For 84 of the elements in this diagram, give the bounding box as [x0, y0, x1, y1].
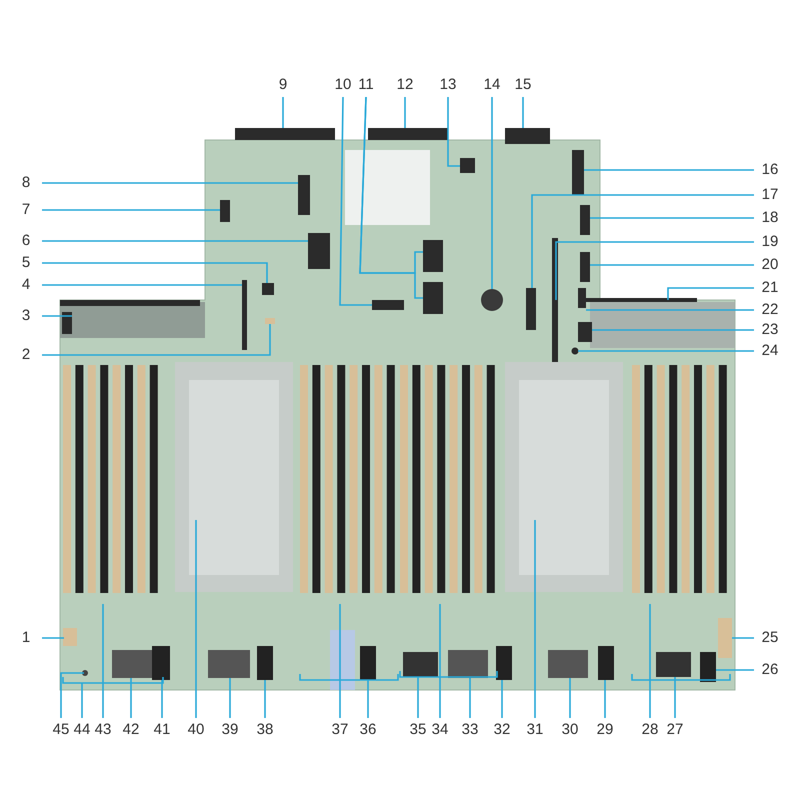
leader-line	[42, 324, 271, 356]
leader-line	[339, 604, 341, 718]
leader-line	[469, 678, 471, 718]
callout-number: 22	[757, 301, 783, 319]
leader-line	[604, 673, 731, 719]
callout-number: 17	[757, 186, 783, 204]
callout-number: 26	[757, 661, 783, 679]
callout-number: 23	[757, 321, 783, 339]
leader-line	[531, 194, 754, 288]
leader-line	[399, 670, 498, 719]
callout-number: 4	[13, 276, 39, 294]
callout-number: 18	[757, 209, 783, 227]
leader-line	[42, 240, 308, 242]
leader-line	[447, 97, 460, 167]
callout-number: 29	[592, 721, 618, 739]
callout-number: 32	[489, 721, 515, 739]
callout-number: 16	[757, 161, 783, 179]
leader-line	[590, 264, 754, 266]
leader-line	[716, 669, 754, 671]
leader-line	[674, 677, 676, 718]
callout-number: 31	[522, 721, 548, 739]
leader-line	[229, 678, 231, 718]
callout-number: 15	[510, 76, 536, 94]
leader-line	[667, 287, 754, 300]
leader-line	[282, 97, 284, 128]
callout-number: 3	[13, 307, 39, 325]
callout-number: 40	[183, 721, 209, 739]
leader-line	[586, 309, 754, 311]
callout-number: 24	[757, 342, 783, 360]
callout-number: 9	[270, 76, 296, 94]
callout-number: 6	[13, 232, 39, 250]
leader-line	[555, 241, 754, 300]
leader-line	[584, 169, 754, 171]
leader-line	[161, 680, 163, 718]
leader-line	[732, 637, 754, 639]
callout-number: 30	[557, 721, 583, 739]
leader-line	[42, 209, 220, 211]
callout-number: 10	[330, 76, 356, 94]
leader-line	[60, 672, 84, 718]
callout-number: 13	[435, 76, 461, 94]
callout-number: 19	[757, 233, 783, 251]
callout-number: 12	[392, 76, 418, 94]
leader-line	[534, 520, 536, 718]
callout-number: 21	[757, 279, 783, 297]
leader-line	[42, 315, 72, 317]
callout-number: 5	[13, 254, 39, 272]
callout-number: 38	[252, 721, 278, 739]
leader-line	[264, 673, 399, 719]
callout-number: 37	[327, 721, 353, 739]
leader-line	[649, 604, 651, 718]
callout-number: 1	[13, 629, 39, 647]
callout-number: 39	[217, 721, 243, 739]
callout-number: 14	[479, 76, 505, 94]
leader-line	[501, 680, 503, 718]
leader-line	[590, 217, 754, 219]
leader-line	[491, 97, 493, 289]
callout-number: 36	[355, 721, 381, 739]
callout-number: 27	[662, 721, 688, 739]
leader-line	[339, 96, 372, 306]
leader-line	[367, 680, 369, 718]
callout-number: 2	[13, 346, 39, 364]
callout-number: 42	[118, 721, 144, 739]
callout-number: 41	[149, 721, 175, 739]
leader-line	[592, 329, 754, 331]
leader-line	[42, 637, 64, 639]
leader-line	[130, 678, 132, 718]
callout-number: 20	[757, 256, 783, 274]
callout-number: 8	[13, 174, 39, 192]
leader-line	[42, 262, 268, 283]
callout-number: 11	[353, 76, 379, 94]
leader-line	[522, 97, 524, 128]
callout-number: 25	[757, 629, 783, 647]
leader-line	[578, 350, 754, 352]
callout-number: 28	[637, 721, 663, 739]
leader-line	[195, 520, 197, 718]
leader-line	[42, 284, 242, 286]
leader-line	[62, 676, 164, 719]
leader-line	[569, 678, 571, 718]
leader-line	[404, 97, 406, 128]
callout-number: 7	[13, 201, 39, 219]
leader-line	[439, 604, 441, 718]
callout-number: 33	[457, 721, 483, 739]
leader-line	[102, 604, 104, 718]
leader-line	[42, 182, 298, 184]
